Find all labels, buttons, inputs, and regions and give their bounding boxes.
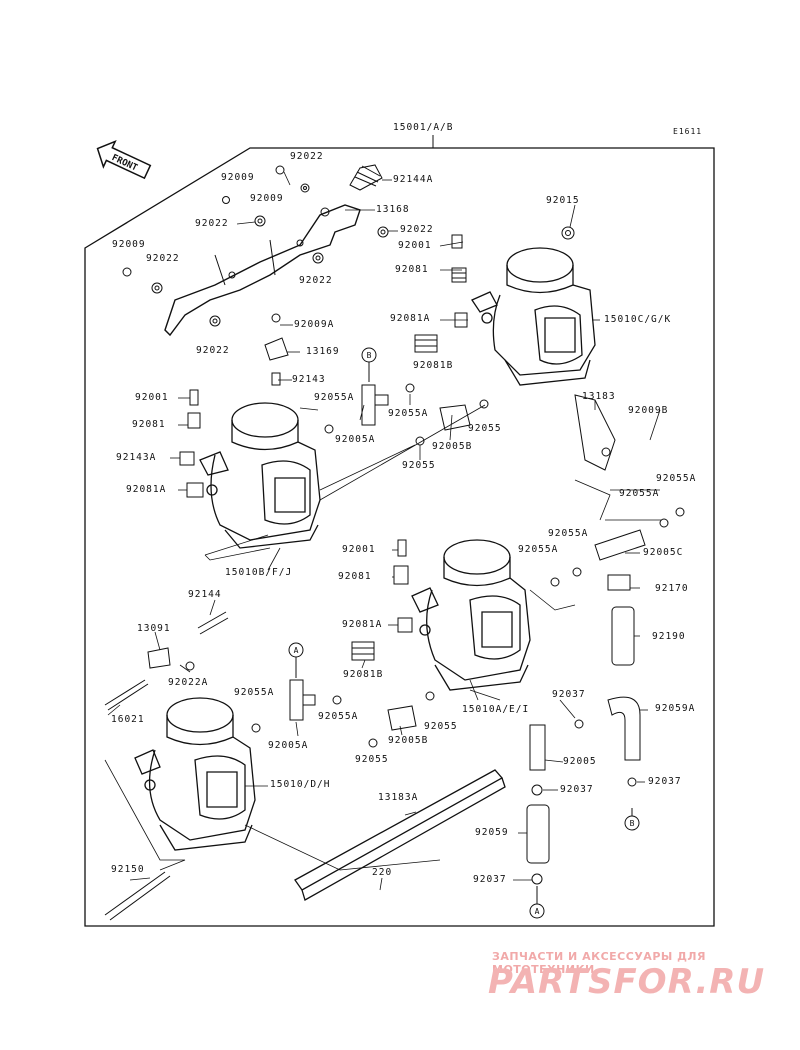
callout: 92009A [294, 319, 335, 330]
callout: 92009B [628, 405, 669, 416]
callout: 92005B [388, 735, 429, 746]
marker-b-bottom: B [630, 819, 635, 828]
callout: 92005A [268, 740, 309, 751]
callout: 92055A [656, 473, 697, 484]
callout: 92022A [168, 677, 209, 688]
callout: 13169 [306, 346, 340, 357]
callout: 92001 [398, 240, 432, 251]
callout: 92059A [655, 703, 696, 714]
carburetor-middle-left [199, 402, 321, 549]
o-rings [251, 383, 685, 885]
callout: 92150 [111, 864, 145, 875]
callout: 92022 [400, 224, 434, 235]
callout: 92081B [343, 669, 384, 680]
carburetor-top-right [471, 247, 596, 386]
callout: 92081B [413, 360, 454, 371]
callout: 92037 [560, 784, 594, 795]
callout: 92081A [126, 484, 167, 495]
leader-lines [104, 171, 662, 891]
carburetor-bottom-left [134, 697, 256, 851]
callout: 92055 [402, 460, 436, 471]
callout: 92055A [314, 392, 355, 403]
callout: 92055 [424, 721, 458, 732]
callout: 92055A [388, 408, 429, 419]
callout: 92081 [132, 419, 166, 430]
marker-a-bottom: A [535, 907, 540, 916]
callout: 220 [372, 867, 393, 878]
bracket-13168 [164, 204, 361, 337]
circle-markers [288, 347, 640, 919]
callout: 92022 [146, 253, 180, 264]
callout: 13183A [378, 792, 419, 803]
callout: 92081A [390, 313, 431, 324]
callout: 13183 [582, 391, 616, 402]
callout: 16021 [111, 714, 145, 725]
callout: 92059 [475, 827, 509, 838]
callout: 92143A [116, 452, 157, 463]
callout: 92143 [292, 374, 326, 385]
front-arrow-icon [96, 139, 152, 180]
callout: 15010A/E/I [462, 704, 530, 715]
callout: 13091 [137, 623, 171, 634]
callout: 92005B [432, 441, 473, 452]
callout: 92144A [393, 174, 434, 185]
callout: 92055A [518, 544, 559, 555]
carburetor-middle-right [411, 539, 531, 691]
callout: 15010B/F/J [225, 567, 293, 578]
callout: 92037 [473, 874, 507, 885]
callout: 92144 [188, 589, 222, 600]
marker-b-top: B [367, 351, 372, 360]
callout: 92022 [299, 275, 333, 286]
callout: 92022 [290, 151, 324, 162]
marker-a-mid: A [294, 646, 299, 655]
frame [84, 147, 715, 927]
callout: 15010/D/H [270, 779, 331, 790]
callout: 15010C/G/K [604, 314, 672, 325]
callout: 92005A [335, 434, 376, 445]
callout: 92081 [338, 571, 372, 582]
callout: 92037 [552, 689, 586, 700]
callout: 92081 [395, 264, 429, 275]
callout: 92055A [619, 488, 660, 499]
callout: 92009 [221, 172, 255, 183]
callout: 92055 [468, 423, 502, 434]
callout: 92055A [548, 528, 589, 539]
callout: 92005 [563, 756, 597, 767]
callout: 92001 [135, 392, 169, 403]
assembly-label: 15001/A/B [393, 122, 454, 133]
callout: 92055A [234, 687, 275, 698]
callout: 92009 [250, 193, 284, 204]
watermark-tagline: ЗАПЧАСТИ И АКСЕССУАРЫ ДЛЯ МОТОТЕХНИКИ [492, 950, 707, 976]
callout: 13168 [376, 204, 410, 215]
callout: 92055A [318, 711, 359, 722]
callout: 92015 [546, 195, 580, 206]
callout: 92022 [195, 218, 229, 229]
rail-13183a [294, 769, 506, 901]
callout: 92055 [355, 754, 389, 765]
springs-jets [104, 234, 471, 921]
callout: 92005C [643, 547, 684, 558]
callout: 92170 [655, 583, 689, 594]
watermark-logo: PARTSFOR.RU [488, 962, 766, 1002]
callout: 92022 [196, 345, 230, 356]
callout: 92009 [112, 239, 146, 250]
callout: 92081A [342, 619, 383, 630]
marker-letters: B A B A [294, 351, 635, 916]
callout: 92190 [652, 631, 686, 642]
callout: 92037 [648, 776, 682, 787]
diagram-code: E1611 [673, 127, 703, 136]
spring-92144a [349, 164, 383, 191]
callout: 92001 [342, 544, 376, 555]
washer-parts [122, 165, 575, 327]
